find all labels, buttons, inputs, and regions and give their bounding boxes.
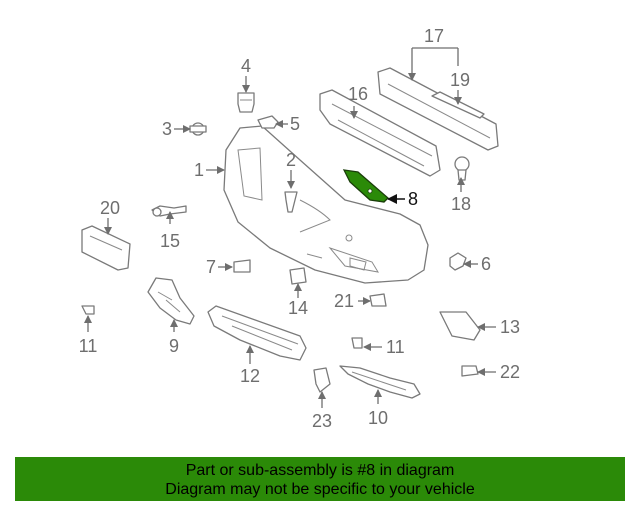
side-bracket-part-9 — [147, 277, 195, 325]
callout-16: 16 — [348, 84, 368, 104]
callout-9: 9 — [169, 336, 179, 356]
bracket-part-8-highlighted — [342, 169, 389, 203]
callout-1: 1 — [194, 160, 204, 180]
bolt-part-15 — [151, 205, 187, 217]
callout-13: 13 — [500, 317, 520, 337]
lower-spoiler-part-10 — [339, 365, 421, 399]
part-22 — [461, 365, 479, 377]
lamp-cover-part-13 — [439, 311, 481, 341]
callout-12: 12 — [240, 366, 260, 386]
callout-11-left: 11 — [79, 336, 98, 356]
part-14 — [289, 267, 307, 285]
fastener-part-4 — [237, 92, 255, 113]
clip-part-2 — [284, 191, 298, 213]
banner-line-2: Diagram may not be specific to your vehi… — [165, 481, 475, 498]
reinforcement-part-17 — [377, 67, 499, 151]
bolt-part-18 — [454, 156, 470, 181]
license-bracket-part-20 — [81, 225, 131, 271]
callout-6: 6 — [481, 254, 491, 274]
callout-20: 20 — [100, 198, 120, 218]
clip-part-5 — [257, 115, 279, 129]
bumper-cover — [223, 125, 429, 284]
callout-17: 17 — [424, 26, 444, 46]
connector-part-23 — [313, 367, 331, 393]
under-cover-part-12 — [207, 305, 307, 361]
parts-diagram: 1 2 3 4 5 6 7 8 9 10 11 11 12 13 14 15 1… — [79, 26, 520, 431]
callout-18: 18 — [451, 194, 471, 214]
callout-22: 22 — [500, 362, 520, 382]
info-banner: Part or sub-assembly is #8 in diagram Di… — [15, 457, 625, 501]
clip-part-11-right — [351, 337, 363, 349]
leader-lines — [84, 47, 496, 408]
part-7 — [233, 259, 251, 273]
callout-23: 23 — [312, 411, 332, 431]
clip-part-11-left — [81, 305, 95, 315]
callout-5: 5 — [290, 114, 300, 134]
screw-part-3 — [189, 122, 207, 136]
bracket-part-6 — [449, 252, 467, 271]
callout-10: 10 — [368, 408, 388, 428]
banner-line-1: Part or sub-assembly is #8 in diagram — [185, 462, 455, 479]
callout-4: 4 — [241, 56, 251, 76]
callout-7: 7 — [206, 257, 216, 277]
callout-14: 14 — [288, 298, 308, 318]
sensor-part-21 — [369, 293, 387, 307]
callout-8: 8 — [408, 189, 418, 209]
callout-2: 2 — [286, 150, 296, 170]
callout-19: 19 — [450, 70, 470, 90]
callout-11-right: 11 — [386, 337, 405, 357]
strip-part-19 — [431, 91, 485, 119]
callout-15: 15 — [160, 231, 180, 251]
callout-21: 21 — [334, 291, 354, 311]
callout-3: 3 — [162, 119, 172, 139]
